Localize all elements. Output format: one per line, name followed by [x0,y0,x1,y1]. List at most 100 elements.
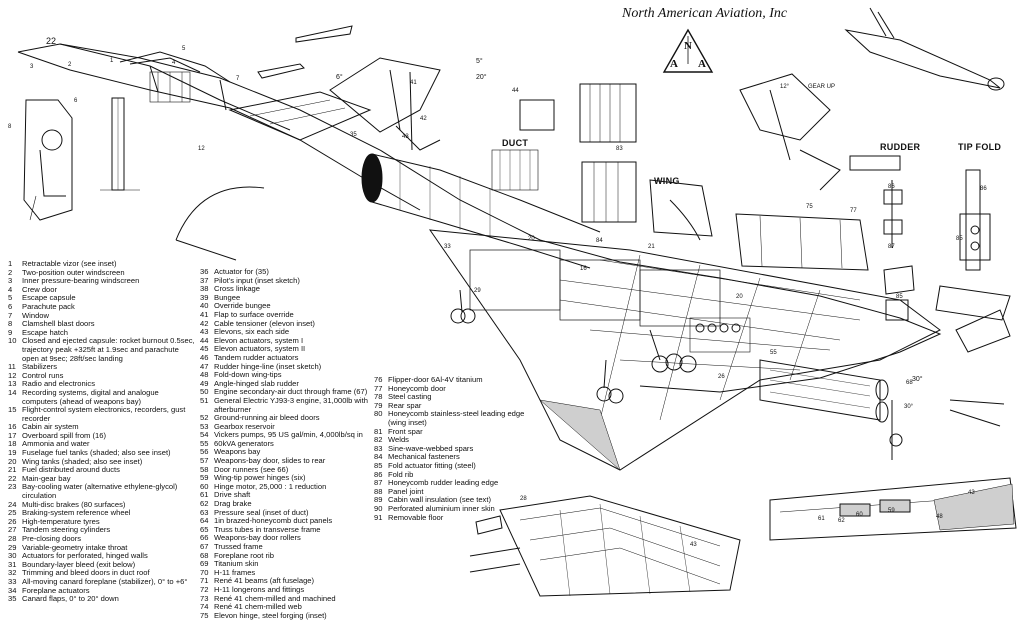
key-item-text: Titanium skin [214,559,259,569]
key-item-number: 6 [8,301,13,311]
svg-text:20: 20 [528,236,535,242]
key-item-text: Actuator for (35) [214,267,269,276]
weapons-bay-frames [469,249,751,353]
rudder-inset [849,155,915,460]
key-item-text: Main-gear bay [22,473,71,483]
key-item-number: 14 [8,387,17,397]
key-item-text: Canard flaps, 0° to 20° down [22,594,119,604]
key-item-number: 27 [8,525,17,535]
key-item-text: High-temperature tyres [22,516,100,526]
ejection-seat-inset [23,99,73,221]
key-item-number: 72 [200,584,209,594]
key-item: 59 Wing-tip power hinges (six) [200,474,370,483]
annotation-angle-12: 12° [780,84,790,90]
key-item-text: Gearbox reservoir [214,421,275,431]
key-item-number: 64 [200,516,209,526]
key-item-text: Ground-running air bleed doors [214,413,320,423]
key-item-text: Front spar [388,426,423,436]
key-item-text: René 41 beams (aft fuselage) [214,576,315,586]
svg-text:83: 83 [616,146,623,152]
key-item-number: 83 [374,443,383,453]
key-item-text: Welds [388,435,409,445]
key-item-text: Trimming and bleed doors in duct roof [22,568,150,578]
key-item-number: 67 [200,542,209,551]
key-item-text: Rear spar [388,400,422,410]
svg-text:44: 44 [512,88,519,94]
key-item-number: 86 [374,469,383,479]
key-item-text: Door runners (see 66) [214,464,289,474]
key-item-number: 81 [374,426,383,436]
naa-logo [662,28,714,73]
svg-text:86: 86 [980,186,987,192]
key-item-text: Ammonia and water [22,439,90,449]
key-item-text: Panel joint [388,486,424,496]
key-item-number: 59 [200,473,209,483]
key-item-text: Actuators for perforated, hinged walls [22,551,148,561]
key-item-text: H-11 longerons and fittings [214,584,305,594]
key-item-number: 53 [200,421,209,431]
engine-nozzles [759,359,889,423]
key-item-number: 91 [374,512,383,522]
key-item-number: 40 [200,301,209,311]
key-item-text: Vickers pumps, 95 US gal/min, 4,000lb/sq… [214,430,363,440]
key-item-text: Radio and electronics [22,379,96,389]
capsule-arc-inset [175,186,265,261]
key-item-number: 41 [200,309,209,319]
key-item: 40 Override bungee [200,302,370,311]
svg-text:6: 6 [74,98,78,104]
label-duct: DUCT [502,138,529,148]
key-item-number: 23 [8,482,17,492]
key-item-number: 10 [8,336,17,346]
key-item-text: All-moving canard foreplane (stabilizer)… [22,576,188,586]
svg-text:26: 26 [718,374,725,380]
key-item-number: 48 [200,370,209,380]
key-item-number: 55 [200,438,209,448]
actuator-inset [469,515,521,573]
svg-text:85: 85 [896,294,903,300]
key-item-text: Mechanical fasteners [388,452,460,462]
key-item-number: 29 [8,542,17,552]
key-item-text: Tandem steering cylinders [22,525,111,535]
key-item-text: Hinge motor, 25,000 : 1 reduction [214,481,327,491]
key-item-text: Fold-down wing-tips [214,370,282,380]
key-item-text: Wing-tip power hinges (six) [214,473,306,483]
tip-hinge-panel [769,477,1017,541]
key-item-text: Trussed frame [214,542,263,551]
key-item-number: 45 [200,344,209,354]
key-item-text: Window [22,310,50,320]
annotation-angle-5: 5° [476,58,483,65]
key-item-text: Override bungee [214,301,271,311]
key-item-number: 68 [200,550,209,560]
landing-gear [450,289,697,404]
key-item-text: Stabilizers [22,362,58,372]
key-item-number: 60 [200,481,209,491]
key-item: 53 Gearbox reservoir [200,421,370,432]
key-item-number: 15 [8,405,17,415]
